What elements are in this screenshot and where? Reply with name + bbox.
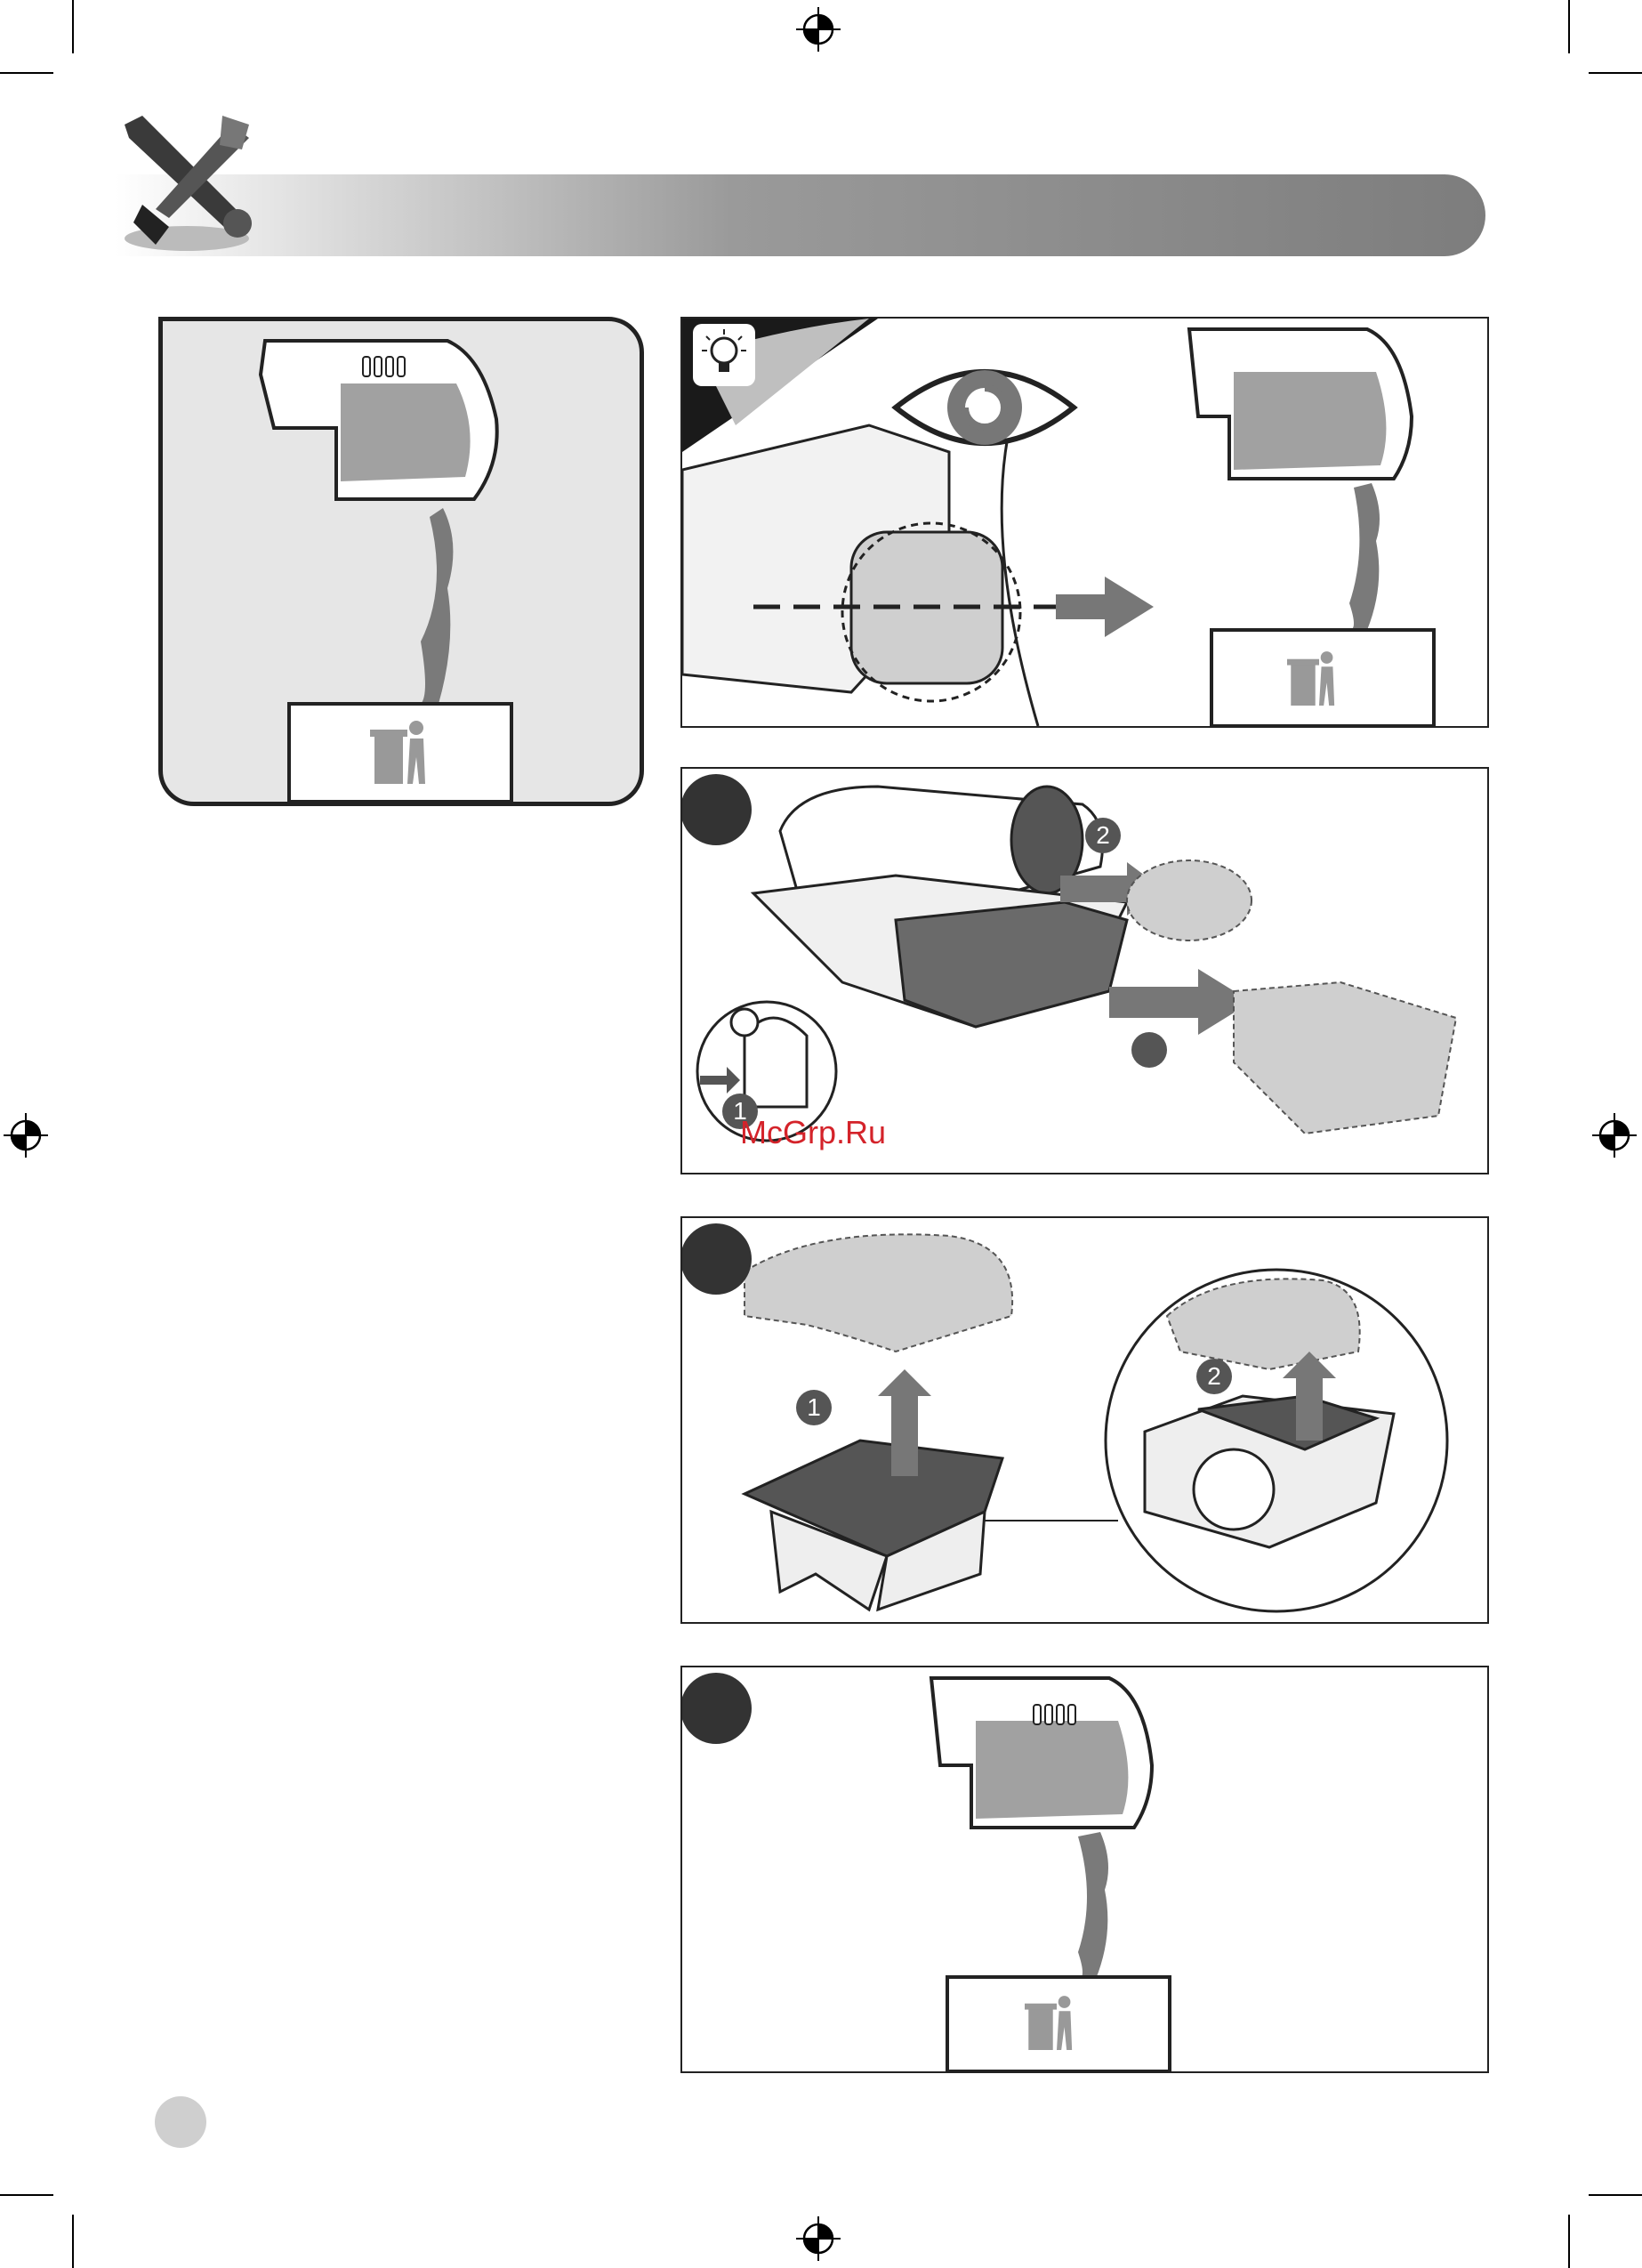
tip-bulb-icon (693, 324, 755, 386)
step-badge (680, 1223, 752, 1295)
panel-remove-filters: 2 1 McGrp.Ru (680, 767, 1489, 1174)
trash-bin-icon (370, 717, 432, 788)
step-badge (680, 774, 752, 845)
step-number-label: 2 (1085, 818, 1121, 853)
eye-icon (891, 359, 1078, 456)
panel-empty-bin (158, 317, 644, 806)
trash-bin-icon (1025, 1992, 1078, 2054)
step-number-label: 2 (1196, 1359, 1232, 1394)
step-badge (680, 1673, 752, 1744)
panel-tip-check (680, 317, 1489, 728)
panel-empty-container (680, 1666, 1489, 2073)
tools-icon (107, 98, 267, 258)
trash-bin-icon (1287, 648, 1340, 710)
page-number-dot (155, 2096, 206, 2148)
step-number-marker (1131, 1032, 1167, 1068)
step-number-label: 1 (796, 1390, 832, 1425)
watermark: McGrp.Ru (740, 1114, 886, 1151)
header-bar (116, 174, 1485, 256)
panel-lift-filters: 1 2 (680, 1216, 1489, 1624)
